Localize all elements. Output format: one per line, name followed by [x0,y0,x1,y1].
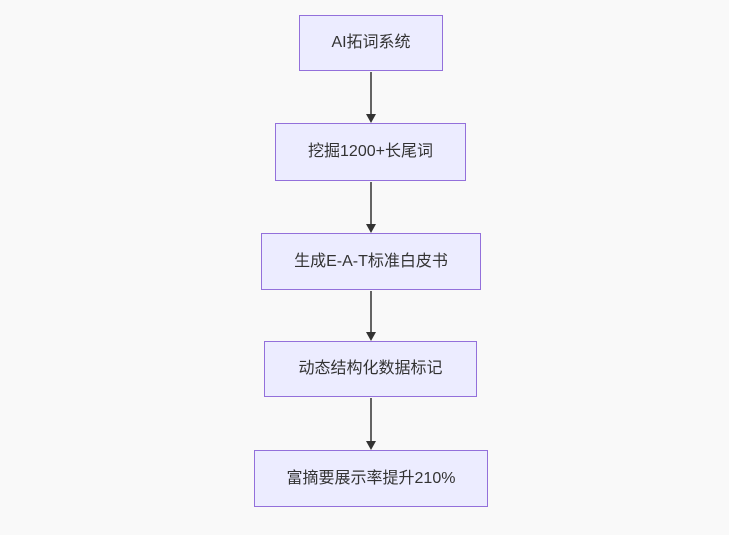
flow-node-label: AI拓词系统 [331,34,411,52]
flow-node-label: 挖掘1200+长尾词 [308,143,433,161]
flow-node-label: 富摘要展示率提升210% [286,469,456,487]
arrow-n3-n4 [366,291,376,341]
arrow-n2-n3 [366,182,376,233]
flow-node-rich-snippet-rate: 富摘要展示率提升210% [254,450,488,507]
arrow-n4-n5 [366,398,376,450]
flow-node-longtail-mining: 挖掘1200+长尾词 [275,123,466,181]
flow-node-label: 动态结构化数据标记 [298,360,443,378]
flow-node-eat-whitepaper: 生成E-A-T标准白皮书 [261,233,481,290]
flow-node-structured-data-markup: 动态结构化数据标记 [264,341,477,397]
arrow-n1-n2 [366,72,376,123]
flow-node-label: 生成E-A-T标准白皮书 [294,252,448,270]
flow-node-ai-keyword-system: AI拓词系统 [299,15,443,71]
